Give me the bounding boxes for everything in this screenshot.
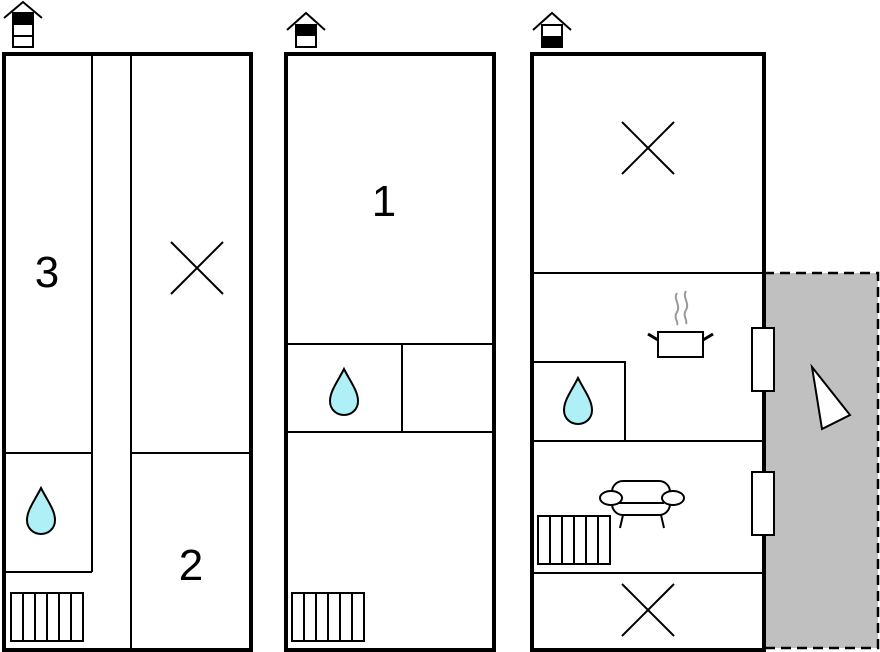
ground-floor [530,11,880,652]
house-level-ground-icon [532,11,572,48]
radiator-icon [537,515,611,565]
terrace [762,271,880,650]
house-level-middle-icon [286,11,326,48]
room-label-3: 3 [35,248,59,297]
compass-north-pointer-icon [810,363,852,431]
window-icon [751,327,775,392]
radiator-icon [10,592,84,642]
room-label-1: 1 [372,177,396,226]
window-icon [751,471,775,536]
top-floor-outline [2,52,253,652]
middle-floor: 1 [284,11,496,652]
radiator-icon [291,592,365,642]
armchair-icon [599,480,685,529]
middle-floor-outline [284,52,496,652]
top-floor: 3 2 [2,0,253,652]
room-label-2: 2 [179,541,203,590]
house-level-top-icon [3,0,43,48]
cooking-pot-icon [647,290,714,358]
